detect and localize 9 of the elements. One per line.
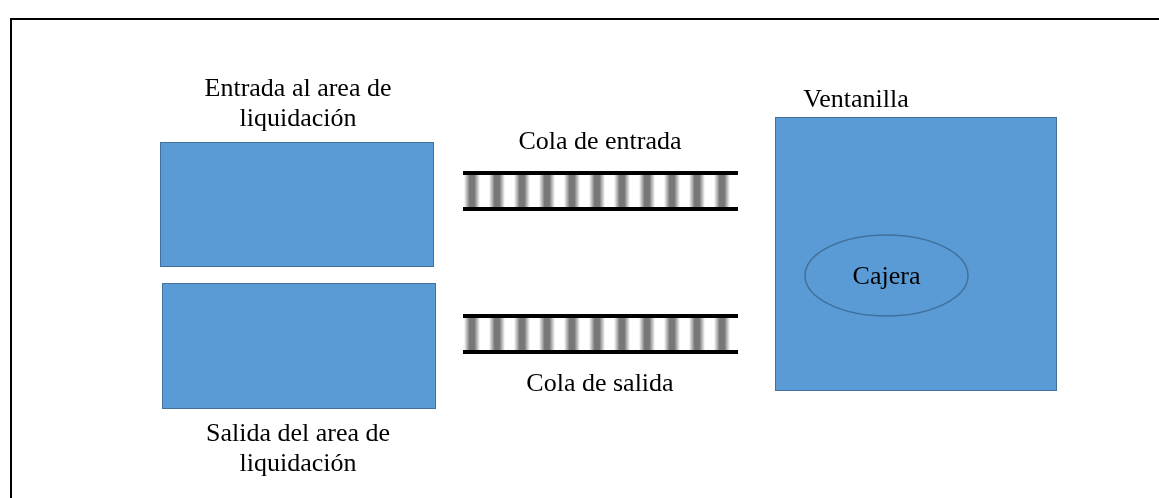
queue-drawing <box>463 314 738 354</box>
queue-drawing <box>463 171 738 211</box>
area-label: Salida del area de liquidación <box>204 418 392 478</box>
ellipse-label: Cajera <box>852 260 921 291</box>
queue-label: Cola de entrada <box>517 126 683 156</box>
queue-label: Cola de salida <box>525 368 675 398</box>
ellipse-shape <box>804 234 969 317</box>
area-label: Ventanilla <box>802 84 910 114</box>
area-label: Entrada al area de liquidación <box>203 73 393 133</box>
